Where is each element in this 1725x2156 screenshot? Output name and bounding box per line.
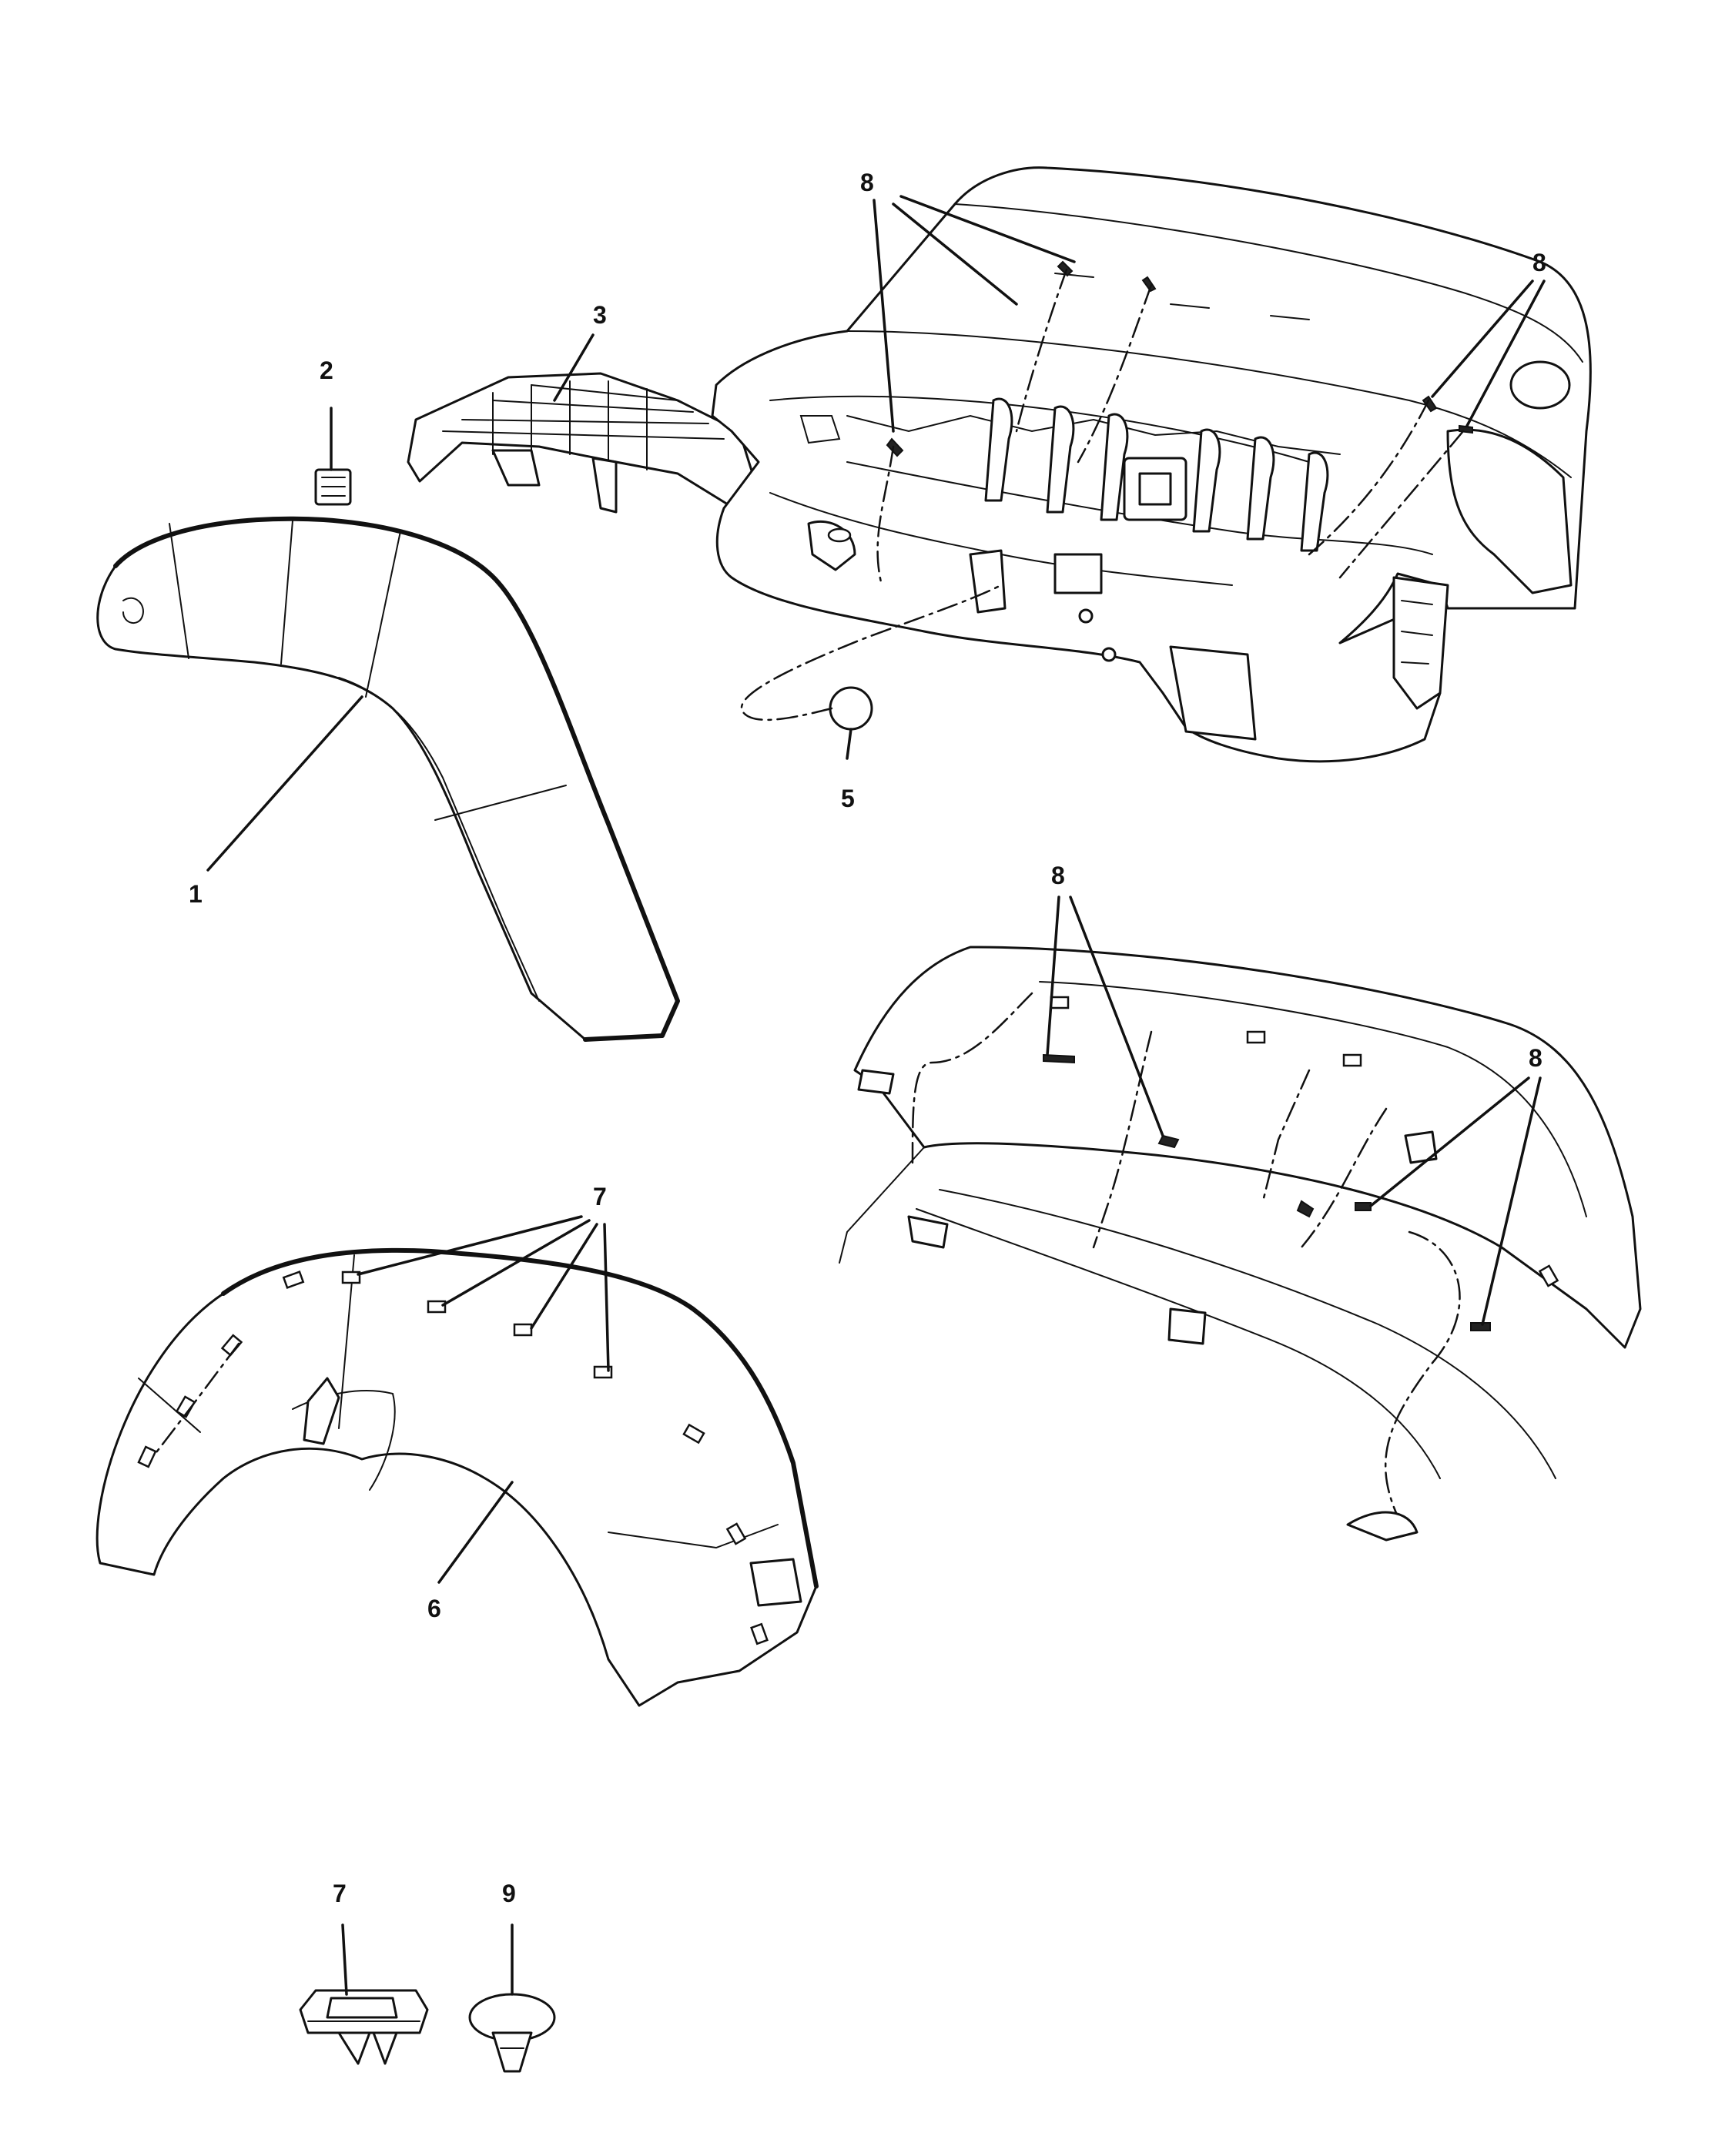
callouts: 1 2 3 5 6 7 7 8 8 8 8 9 <box>189 169 1546 1907</box>
callout-6: 6 <box>427 1595 441 1622</box>
fender-flare-rear <box>95 1247 819 1707</box>
callout-2: 2 <box>320 357 333 384</box>
callout-8-upper-right: 8 <box>1532 249 1546 276</box>
bracket-3 <box>407 372 760 514</box>
callout-5: 5 <box>841 785 855 812</box>
callout-8-lower-left: 8 <box>1051 862 1065 889</box>
callout-8-lower-right: 8 <box>1529 1044 1542 1072</box>
push-pin-9-detail <box>468 1993 556 2073</box>
clip-7-detail <box>299 1989 429 2065</box>
leader-lines <box>206 195 1546 1996</box>
push-pin-fasteners <box>1043 1053 1491 1331</box>
callout-3: 3 <box>593 301 607 329</box>
fender-flare-front <box>96 516 680 1042</box>
rear-bumper-assembly <box>711 166 1592 763</box>
clip-slot-row <box>137 1270 769 1645</box>
callout-1: 1 <box>189 880 203 908</box>
callout-7-detail: 7 <box>333 1880 347 1907</box>
callout-8-upper-left: 8 <box>860 169 874 196</box>
rear-bumper-lower <box>839 946 1642 1542</box>
callout-9: 9 <box>502 1880 516 1907</box>
upper-fasteners <box>886 260 1473 457</box>
clip-2 <box>314 468 352 506</box>
callout-7-fender: 7 <box>593 1183 607 1210</box>
